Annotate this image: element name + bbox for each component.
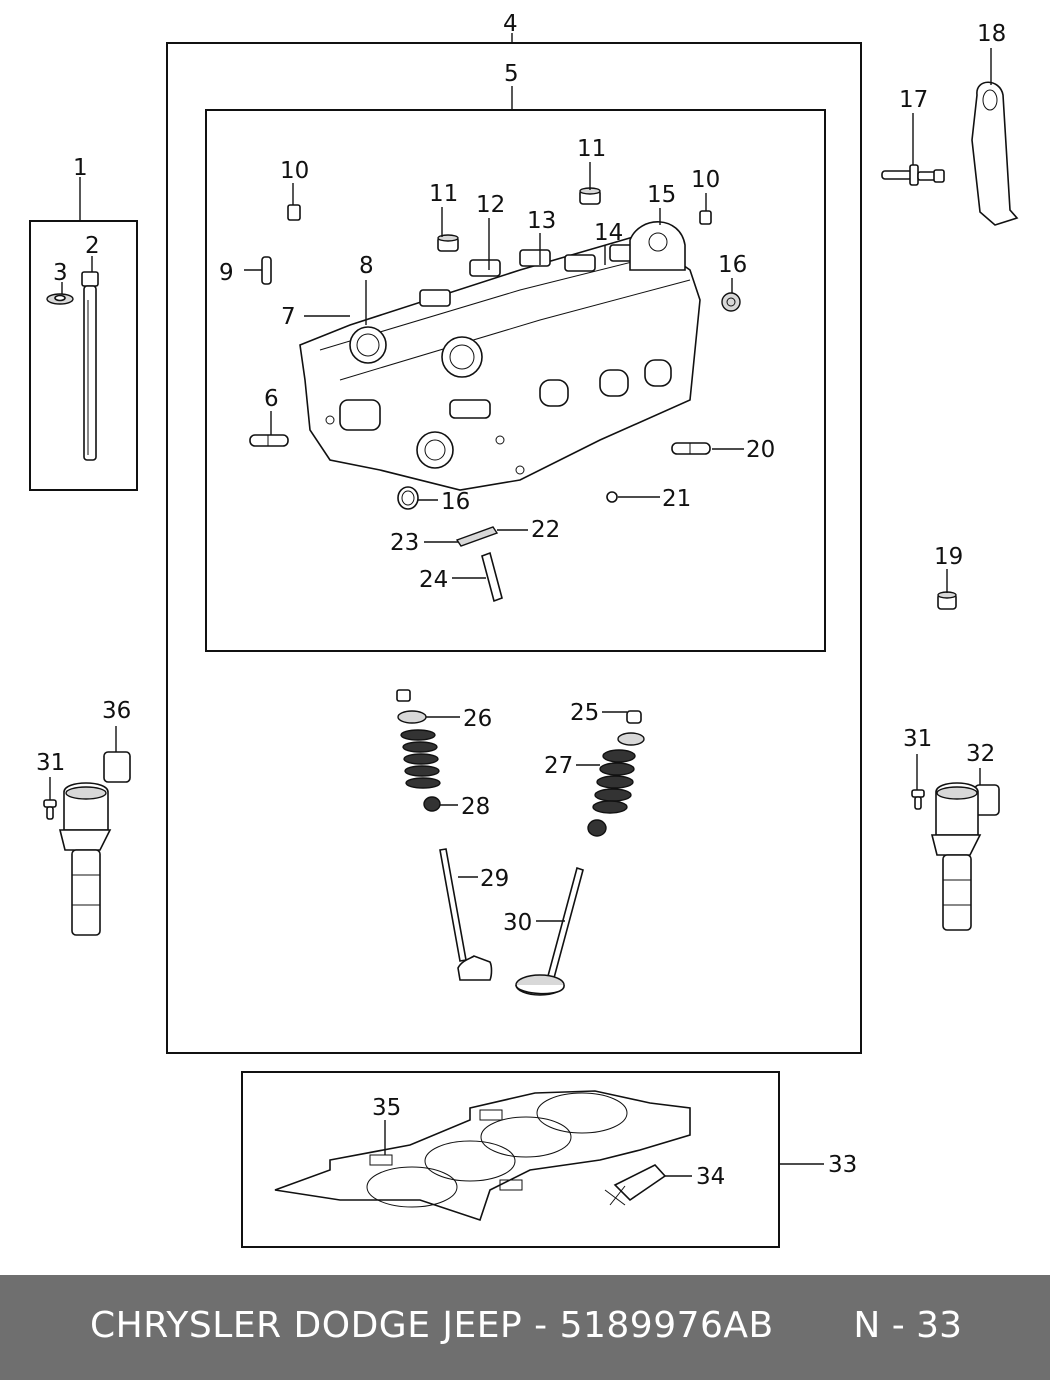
callout-33: 33: [828, 1152, 857, 1178]
callout-23: 23: [390, 530, 419, 556]
callout-30: 30: [503, 910, 532, 936]
sleeve-part-20: [671, 442, 711, 455]
callout-6: 6: [264, 386, 279, 412]
head-gasket-part-35: [274, 1090, 691, 1222]
outer-frame-4: [166, 42, 862, 1054]
plug-part-16a: [721, 292, 741, 312]
callout-11b: 11: [429, 181, 458, 207]
cap-part-19: [937, 591, 957, 610]
callout-29: 29: [480, 866, 509, 892]
callout-4: 4: [503, 11, 518, 37]
washer-part-3: [46, 293, 74, 305]
callout-27: 27: [544, 753, 573, 779]
callout-36: 36: [102, 698, 131, 724]
callout-25: 25: [570, 700, 599, 726]
spring-part-27: [592, 749, 636, 814]
callout-7: 7: [281, 304, 296, 330]
oil-control-valve-part-32: [930, 782, 1000, 931]
callout-8: 8: [359, 253, 374, 279]
footer-bar: CHRYSLER DODGE JEEP - 5189976AB N - 33: [0, 1275, 1050, 1380]
dowel-part-10a: [287, 204, 301, 221]
callout-31a: 31: [36, 750, 65, 776]
callout-14: 14: [594, 220, 623, 246]
callout-35: 35: [372, 1095, 401, 1121]
sleeve-part-6: [249, 434, 289, 447]
callout-9: 9: [219, 260, 234, 286]
cap-part-11a: [579, 187, 601, 205]
seal-part-28: [423, 796, 441, 812]
head-bolt-part-2: [81, 271, 99, 461]
dowel-part-34: [604, 1164, 667, 1206]
callout-5: 5: [504, 61, 519, 87]
callout-24: 24: [419, 567, 448, 593]
ball-part-21: [606, 491, 618, 503]
keeper-part-26: [396, 689, 427, 724]
oil-control-valve-part-36: [58, 751, 131, 936]
guide-part-24: [481, 551, 503, 603]
callout-2: 2: [85, 233, 100, 259]
callout-32: 32: [966, 741, 995, 767]
cylinder-head: [299, 221, 701, 491]
callout-26: 26: [463, 706, 492, 732]
pin-part-9: [261, 256, 272, 285]
callout-28: 28: [461, 794, 490, 820]
inner-frame-5: [205, 109, 826, 652]
valve-part-30: [515, 866, 584, 996]
bolt-part-31a: [43, 799, 57, 820]
dowel-part-10b: [699, 210, 712, 225]
keeper-part-25: [617, 710, 645, 746]
callout-17: 17: [899, 87, 928, 113]
bolt-part-31b: [911, 789, 925, 810]
callout-13: 13: [527, 208, 556, 234]
seal-part-27b: [587, 819, 607, 837]
callout-21: 21: [662, 486, 691, 512]
seal-parts-22-23: [455, 526, 499, 547]
callout-16a: 16: [718, 252, 747, 278]
lift-bracket-part-18: [971, 81, 1019, 226]
bolt-part-17: [881, 164, 945, 186]
callout-18: 18: [977, 21, 1006, 47]
callout-11a: 11: [577, 136, 606, 162]
callout-10b: 10: [691, 167, 720, 193]
callout-19: 19: [934, 544, 963, 570]
valve-part-29: [439, 848, 493, 981]
seal-part-16b: [397, 486, 419, 510]
callout-3: 3: [53, 260, 68, 286]
callout-22: 22: [531, 517, 560, 543]
callout-10a: 10: [280, 158, 309, 184]
callout-12: 12: [476, 192, 505, 218]
callout-34: 34: [696, 1164, 725, 1190]
footer-brand-part-number: CHRYSLER DODGE JEEP - 5189976AB: [90, 1305, 774, 1346]
callout-15: 15: [647, 182, 676, 208]
cap-part-11b: [437, 234, 459, 252]
frame-1: [29, 220, 138, 491]
callout-16b: 16: [441, 489, 470, 515]
parts-diagram: 4 5 1 2 3 10 10 11 11 12 13 14 15 16 9 8…: [29, 11, 1019, 1248]
spring-part-26: [400, 729, 441, 789]
callout-1: 1: [73, 155, 88, 181]
callout-20: 20: [746, 437, 775, 463]
callout-31b: 31: [903, 726, 932, 752]
frame-33: [241, 1071, 780, 1248]
footer-page-number: N - 33: [853, 1305, 962, 1346]
